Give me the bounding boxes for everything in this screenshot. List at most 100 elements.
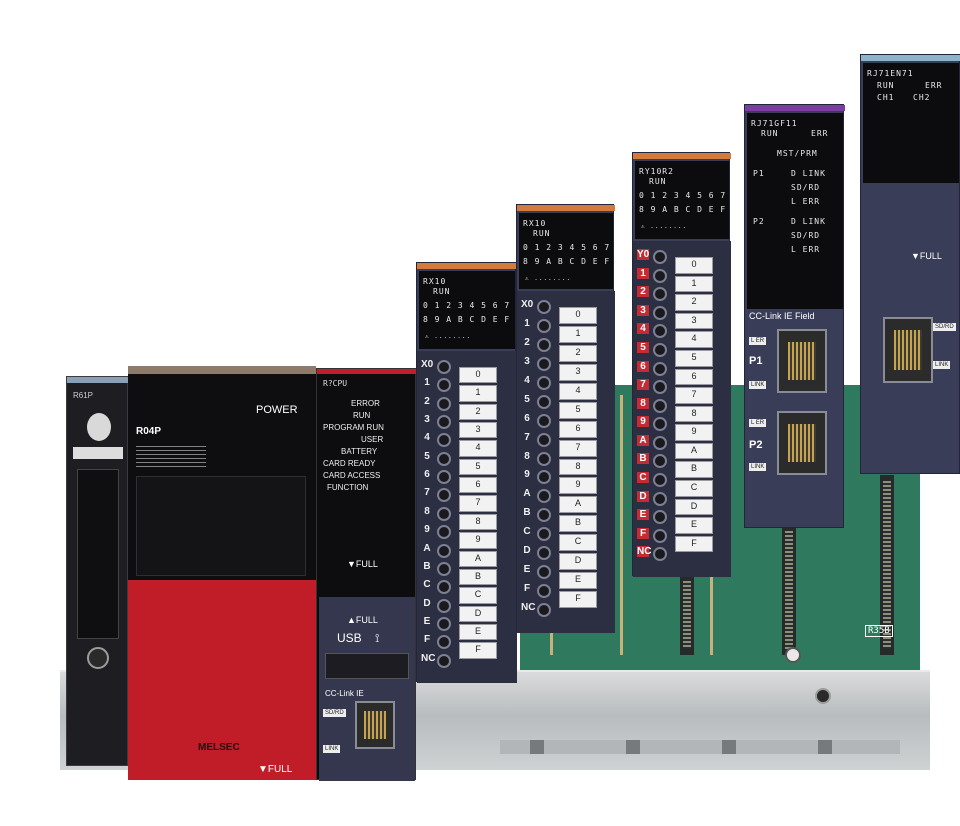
terminal-cell: 0 xyxy=(459,367,497,384)
terminal-screw xyxy=(537,527,551,542)
eth-head-1: RUN xyxy=(877,81,895,90)
terminal-label: B xyxy=(423,560,431,572)
terminal-label: 5 xyxy=(637,341,649,353)
terminal-cell: 5 xyxy=(559,401,597,419)
terminal-cell: 8 xyxy=(559,458,597,476)
io2-digits-2: 8 9 A B C D E F xyxy=(523,257,611,266)
terminal-screw xyxy=(653,268,667,283)
io3-head-1: RUN xyxy=(649,177,667,186)
net-cclink-label: CC-Link IE Field xyxy=(749,311,815,321)
terminal-label: X0 xyxy=(521,299,534,310)
terminal-screw xyxy=(537,375,551,390)
terminal-screw xyxy=(437,360,451,374)
terminal-cell: 5 xyxy=(459,458,497,476)
terminal-screw xyxy=(653,435,667,450)
io3-digits-2: 8 9 A B C D E F xyxy=(639,205,727,214)
io3-head-0: RY10R2 xyxy=(639,167,674,176)
terminal-screw xyxy=(537,432,551,447)
terminal-screw xyxy=(437,488,451,503)
terminal-screw xyxy=(437,396,451,411)
terminal-label: 9 xyxy=(637,416,649,428)
terminal-label: A xyxy=(423,542,431,554)
terminal-label: 9 xyxy=(424,524,430,536)
cpu-display-window xyxy=(136,476,306,576)
terminal-cell: 2 xyxy=(459,403,497,421)
cpu-red-cover[interactable] xyxy=(128,580,316,780)
terminal-screw xyxy=(653,528,667,543)
terminal-screw xyxy=(537,470,551,485)
terminal-label: B xyxy=(523,507,531,519)
terminal-cell: 2 xyxy=(675,294,713,311)
terminal-label: C xyxy=(523,526,531,538)
terminal-cell: F xyxy=(559,591,597,609)
terminal-label: 2 xyxy=(524,336,530,348)
terminal-screw xyxy=(437,616,451,631)
terminal-cell: B xyxy=(675,461,713,479)
io1-led-panel: RX10 RUN 0 1 2 3 4 5 6 7 8 9 A B C D E F… xyxy=(419,271,515,349)
ethernet-port-p1[interactable] xyxy=(777,329,827,393)
function-status-5: CARD READY xyxy=(323,459,376,468)
ethernet-port-eth[interactable] xyxy=(883,317,933,383)
terminal-cell: C xyxy=(559,534,597,552)
eth-head-3: CH1 xyxy=(877,93,895,102)
terminal-screw xyxy=(437,635,451,650)
network-module: RJ71GF11 RUN ERR MST/PRM P1 D LINK SD/RD… xyxy=(744,104,845,528)
terminal-label: NC xyxy=(421,652,436,664)
cpu-led-text xyxy=(136,446,206,468)
terminal-label: 3 xyxy=(424,414,430,426)
terminal-cell: 1 xyxy=(459,385,497,402)
net-row-3: SD/RD xyxy=(791,183,821,192)
terminal-cell: 9 xyxy=(675,424,713,441)
cpu-full-label: ▼FULL xyxy=(258,764,293,775)
terminal-cell: D xyxy=(459,605,497,622)
terminal-label: D xyxy=(523,545,531,557)
net-p2-link: LINK xyxy=(749,463,767,471)
terminal-label: 8 xyxy=(524,450,530,462)
terminal-label: A xyxy=(637,434,649,446)
usb-port[interactable] xyxy=(325,653,409,679)
ethernet-port-p2[interactable] xyxy=(777,411,827,475)
terminal-screw xyxy=(653,342,667,357)
terminal-cell: E xyxy=(675,517,713,534)
eth-rj-label-0: SD/RD xyxy=(933,323,956,331)
terminal-screw xyxy=(653,305,667,320)
function-status-6: CARD ACCESS xyxy=(323,471,381,480)
net-row-6: D LINK xyxy=(791,217,826,226)
terminal-label: 2 xyxy=(637,286,649,298)
terminal-cell: 7 xyxy=(675,387,713,404)
terminal-screw xyxy=(437,451,451,466)
terminal-label: 7 xyxy=(524,431,530,443)
terminal-cell: 9 xyxy=(459,532,497,549)
ethernet-port-cpu[interactable] xyxy=(355,701,395,749)
terminal-screw xyxy=(537,318,551,333)
terminal-cell: A xyxy=(559,496,597,514)
terminal-label: 7 xyxy=(637,379,649,391)
terminal-label: 1 xyxy=(524,317,530,329)
terminal-cell: F xyxy=(675,535,713,553)
terminal-label: 6 xyxy=(637,360,649,372)
terminal-cell: 0 xyxy=(675,257,713,274)
terminal-label: Y0 xyxy=(637,249,650,260)
terminal-label: 1 xyxy=(637,267,649,279)
terminal-cell: 3 xyxy=(675,312,713,330)
terminal-screw xyxy=(437,525,451,540)
terminal-screw xyxy=(653,473,667,488)
usb-label: USB xyxy=(337,631,362,645)
net-p2-label: P2 xyxy=(749,439,763,451)
terminal-cell: 4 xyxy=(559,382,597,400)
terminal-screw xyxy=(537,546,551,561)
terminal-cell: B xyxy=(559,515,597,533)
net-row-8: L ERR xyxy=(791,245,821,254)
terminal-cell: 1 xyxy=(675,275,713,293)
terminal-screw xyxy=(437,561,451,576)
terminal-cell: 9 xyxy=(559,477,597,495)
terminal-cell: 8 xyxy=(459,513,497,531)
terminal-cell: A xyxy=(675,442,713,460)
terminal-label: E xyxy=(637,509,649,521)
function-module: R?CPU ERROR RUN PROGRAM RUN USER BATTERY… xyxy=(316,368,417,781)
io-module-3: RY10R2 RUN 0 1 2 3 4 5 6 7 8 9 A B C D E… xyxy=(632,152,731,577)
terminal-screw xyxy=(537,565,551,580)
terminal-label: 4 xyxy=(424,432,430,444)
cpu-power-label: POWER xyxy=(256,404,298,416)
